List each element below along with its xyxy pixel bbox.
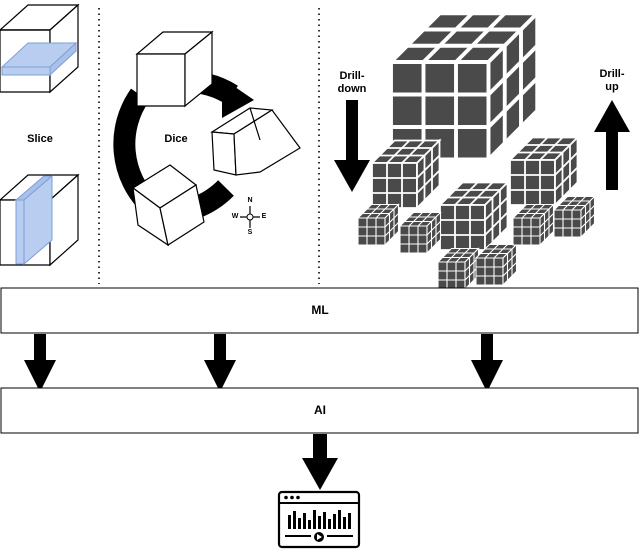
compass-south-label: S bbox=[247, 229, 253, 236]
medium-data-cube-right-icon bbox=[509, 136, 579, 206]
drill-down-arrow-icon bbox=[334, 100, 370, 192]
drill-down-label: Drill- down bbox=[337, 70, 367, 95]
ai-to-dashboard-arrow-icon bbox=[302, 434, 338, 490]
compass-west-label: W bbox=[231, 213, 239, 220]
ai-label: AI bbox=[314, 403, 326, 417]
compass-north-label: N bbox=[247, 197, 253, 204]
drill-up-arrow-icon bbox=[594, 100, 630, 190]
ml-to-ai-arrow-2-icon bbox=[204, 334, 236, 392]
slice-label: Slice bbox=[27, 133, 53, 145]
drill-up-label: Drill- up bbox=[599, 68, 625, 93]
medium-data-cube-left-icon bbox=[371, 139, 441, 209]
slice-horizontal-cube-icon bbox=[0, 3, 80, 94]
small-data-cube-3-icon bbox=[437, 247, 480, 290]
dice-cube-right-icon bbox=[210, 107, 301, 176]
dice-cube-top-icon bbox=[135, 30, 214, 108]
small-data-cube-2-icon bbox=[399, 211, 442, 254]
compass-east-label: E bbox=[261, 213, 267, 220]
dashboard-monitor-icon bbox=[277, 490, 361, 549]
medium-data-cube-center-icon bbox=[439, 181, 509, 251]
ai-bar bbox=[0, 387, 639, 434]
ml-to-ai-arrow-3-icon bbox=[471, 334, 503, 392]
dice-cube-bottom-icon bbox=[131, 164, 205, 247]
compass-icon bbox=[240, 206, 260, 228]
ml-bar bbox=[0, 287, 639, 334]
slice-vertical-cube-icon bbox=[0, 173, 80, 267]
dice-label: Dice bbox=[164, 133, 188, 145]
ml-label: ML bbox=[311, 303, 329, 317]
small-data-cube-5-icon bbox=[512, 203, 555, 246]
large-data-cube-icon bbox=[389, 11, 540, 162]
small-data-cube-6-icon bbox=[553, 195, 596, 238]
ml-to-ai-arrow-1-icon bbox=[24, 334, 56, 392]
small-data-cube-1-icon bbox=[357, 203, 400, 246]
